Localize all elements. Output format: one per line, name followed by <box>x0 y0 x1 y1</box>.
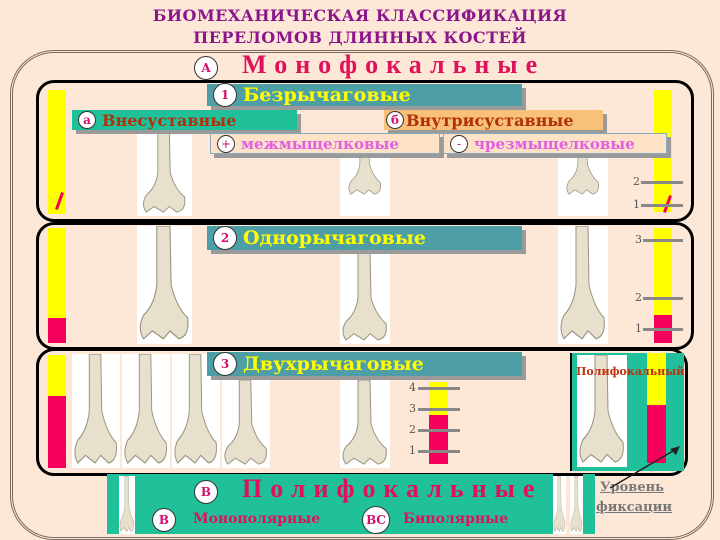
group1-box <box>36 80 694 222</box>
scale-tick <box>418 408 460 411</box>
badge-1: 1 <box>213 83 237 107</box>
bone-image <box>558 226 608 344</box>
plus-badge: + <box>217 134 235 153</box>
badge-b: б <box>386 111 404 129</box>
band-edge <box>583 474 595 534</box>
scale-label: 4 <box>409 381 416 394</box>
badge-2: 2 <box>213 226 237 250</box>
group3-heading: 3 Двухрычаговые <box>207 352 522 376</box>
badge-a: А <box>194 56 218 80</box>
level-bar-right <box>654 228 672 315</box>
scale-label: 1 <box>409 444 416 457</box>
scale-label: 1 <box>633 198 640 211</box>
transcondylar-heading: - чрезмыщелковые <box>443 133 667 154</box>
level-bar <box>429 382 448 415</box>
scale-label: 2 <box>635 291 642 304</box>
bone-image <box>340 380 390 468</box>
level-bar <box>647 353 666 405</box>
badge-3: 3 <box>213 352 237 376</box>
bipolar-label: Биполярные <box>403 511 509 527</box>
scale-label: 3 <box>409 402 416 415</box>
title-line2: ПЕРЕЛОМОВ ДЛИННЫХ КОСТЕЙ <box>193 28 527 47</box>
group2-label: Однорычаговые <box>243 227 426 249</box>
group1-heading: 1 Безрычаговые <box>207 83 522 107</box>
scale-tick <box>643 239 683 242</box>
bone-image <box>72 354 120 468</box>
bone-image <box>340 252 390 344</box>
fixation-label-line2: фиксации <box>596 500 672 515</box>
minus-badge: - <box>450 134 468 153</box>
polyfocal-inset: Полифокальный <box>570 353 684 471</box>
scale-label: 1 <box>635 322 642 335</box>
bone-image <box>577 355 627 467</box>
bone-image <box>340 150 390 216</box>
arrow-icon <box>609 446 680 489</box>
bone-image <box>122 354 170 468</box>
level-bar-left <box>48 90 66 214</box>
group1-label: Безрычаговые <box>243 84 411 106</box>
scale-tick <box>643 328 683 331</box>
transcondylar-label: чрезмыщелковые <box>474 134 635 153</box>
scale-label: 2 <box>633 175 640 188</box>
fracture-zone <box>48 318 66 343</box>
polyfocal-band <box>107 474 553 534</box>
scale-label: 3 <box>635 233 642 246</box>
scale-tick <box>418 450 460 453</box>
scale-tick <box>641 181 683 184</box>
scale-tick <box>641 204 683 207</box>
intercondylar-label: межмыщелковые <box>241 134 399 153</box>
fracture-zone <box>48 396 66 468</box>
mono-heading: Монофокальные <box>242 50 546 79</box>
scale-tick <box>643 297 683 300</box>
level-bar-left <box>48 355 66 396</box>
title-line1: БИОМЕХАНИЧЕСКАЯ КЛАССИФИКАЦИЯ <box>152 6 568 25</box>
group3-label: Двухрычаговые <box>243 353 424 375</box>
polyfocal-inset-label: Полифокальный <box>576 365 685 378</box>
bone-image <box>222 380 270 468</box>
outer-frame <box>10 50 714 540</box>
intra-articular-label: Внутрисуставные <box>406 110 574 130</box>
scale-label: 2 <box>409 423 416 436</box>
badge-a-small: а <box>78 111 96 129</box>
monopolar-label: Монополярные <box>193 511 321 527</box>
intercondylar-heading: + межмыщелковые <box>210 133 440 154</box>
poly-heading: Полифокальные <box>242 474 543 503</box>
group2-heading: 2 Однорычаговые <box>207 226 522 250</box>
bone-image <box>558 150 608 216</box>
scale-tick <box>418 387 460 390</box>
fracture-zone <box>429 415 448 464</box>
fracture-zone <box>647 405 666 463</box>
bone-image <box>137 130 192 216</box>
badge-v: В <box>194 480 218 504</box>
bone-image <box>137 226 192 344</box>
femur-image <box>570 476 583 534</box>
badge-bipolar: ВС <box>362 506 390 534</box>
femur-image <box>119 476 135 534</box>
extra-articular-label: Внесуставные <box>102 110 237 130</box>
femur-image <box>553 476 566 534</box>
extra-articular-heading: а Внесуставные <box>72 110 297 130</box>
level-bar-left <box>48 228 66 318</box>
badge-monopolar: В <box>152 508 176 532</box>
scale-tick <box>418 429 460 432</box>
intra-articular-heading: б Внутрисуставные <box>384 110 603 130</box>
